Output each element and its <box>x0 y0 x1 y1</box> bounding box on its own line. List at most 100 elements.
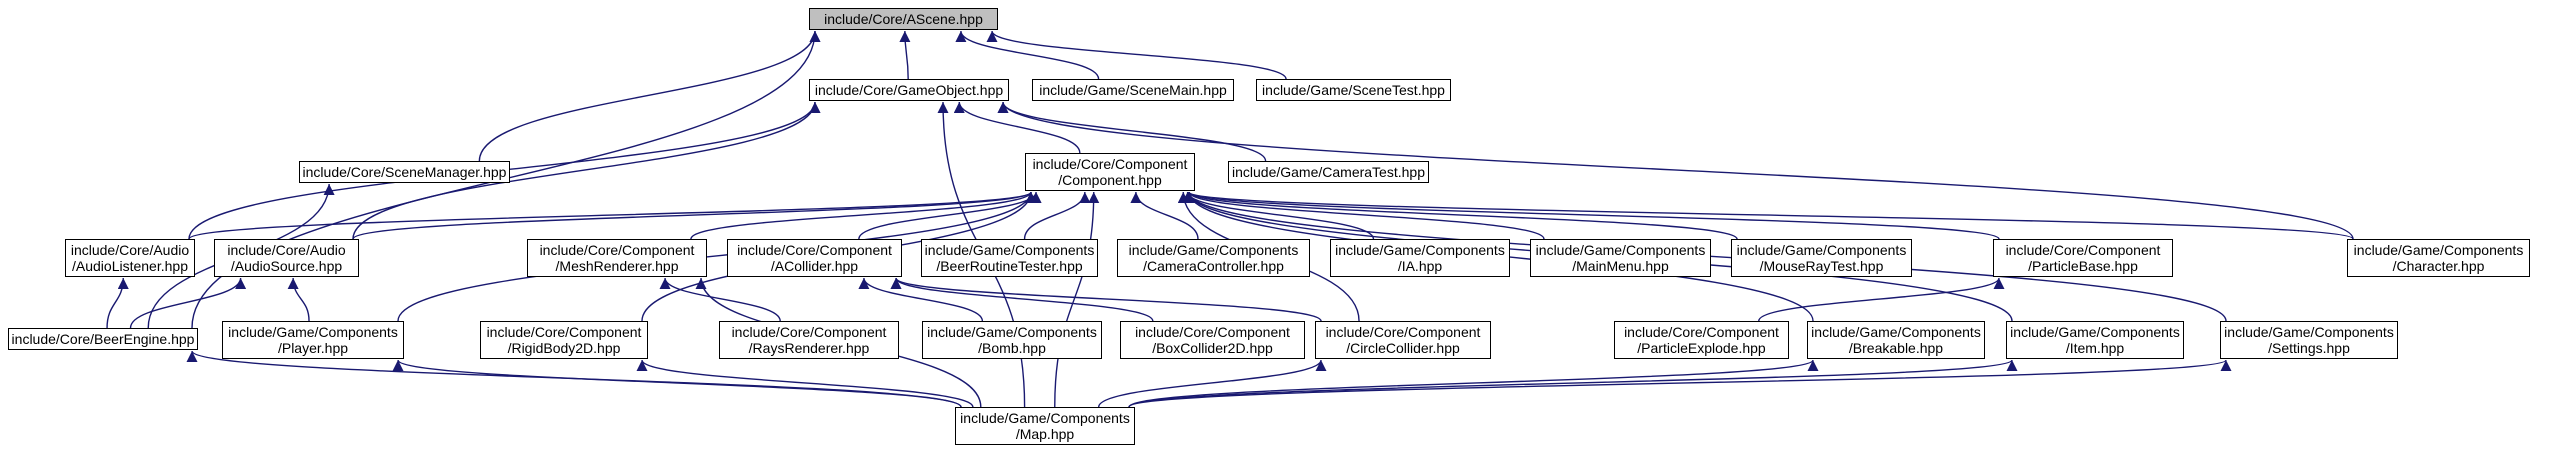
file-node-label: /MouseRayTest.hpp <box>1759 258 1884 274</box>
file-node-scenetest[interactable]: include/Game/SceneTest.hpp <box>1256 79 1451 101</box>
file-node-audiosource[interactable]: include/Core/Audio/AudioSource.hpp <box>214 239 359 277</box>
file-node-ia[interactable]: include/Game/Components/IA.hpp <box>1330 239 1510 277</box>
file-node-label: include/Core/Component <box>1032 156 1188 172</box>
edge-meshrenderer-to-component <box>690 191 1037 240</box>
file-node-label: include/Game/Components <box>924 242 1095 258</box>
edge-map-to-component <box>1054 191 1100 408</box>
file-node-label: include/Game/Components <box>2224 324 2394 340</box>
file-node-label: include/Core/Component <box>486 324 642 340</box>
file-node-label: /Component.hpp <box>1058 172 1162 188</box>
edge-scenemanager-to-ascene <box>478 30 821 162</box>
file-node-gameobject[interactable]: include/Core/GameObject.hpp <box>809 79 1009 101</box>
file-node-component[interactable]: include/Core/Component/Component.hpp <box>1025 153 1195 191</box>
file-node-label: include/Core/Component <box>1135 324 1290 340</box>
edge-beerengine-to-audiosource <box>129 277 247 329</box>
edge-beerroutine-to-component <box>1023 191 1091 240</box>
file-node-cameracontroller[interactable]: include/Game/Components/CameraController… <box>1117 239 1310 277</box>
file-node-label: include/Core/GameObject.hpp <box>814 82 1004 98</box>
file-node-label: /Player.hpp <box>277 340 349 356</box>
file-node-label: include/Game/Components <box>1736 242 1907 258</box>
file-node-mouseray[interactable]: include/Game/Components/MouseRayTest.hpp <box>1731 239 1912 277</box>
file-node-label: /BoxCollider2D.hpp <box>1152 340 1273 356</box>
file-node-label: /ACollider.hpp <box>770 258 859 274</box>
file-node-label: include/Game/SceneMain.hpp <box>1039 82 1227 98</box>
file-node-label: include/Game/Components <box>960 410 1130 426</box>
file-node-acollider[interactable]: include/Core/Component/ACollider.hpp <box>727 239 902 277</box>
edge-audiolistener-to-component <box>188 191 1037 240</box>
edge-mainmenu-to-component <box>1183 191 1545 240</box>
edge-boxcollider-to-acollider <box>890 277 1154 322</box>
file-node-label: /RigidBody2D.hpp <box>507 340 621 356</box>
file-node-raysrenderer[interactable]: include/Core/Component/RaysRenderer.hpp <box>719 321 899 359</box>
file-node-item[interactable]: include/Game/Components/Item.hpp <box>2006 321 2184 359</box>
file-node-mainmenu[interactable]: include/Game/Components/MainMenu.hpp <box>1530 239 1711 277</box>
file-node-settings[interactable]: include/Game/Components/Settings.hpp <box>2220 321 2398 359</box>
file-node-ascene[interactable]: include/Core/AScene.hpp <box>809 8 998 30</box>
file-node-label: include/Game/Components <box>228 324 398 340</box>
edge-map-to-circlecollider <box>1098 359 1327 408</box>
file-node-beerroutine[interactable]: include/Game/Components/BeerRoutineTeste… <box>921 239 1098 277</box>
edge-scenemain-to-ascene <box>955 30 1100 80</box>
file-node-label: /MainMenu.hpp <box>1572 258 1669 274</box>
file-node-label: /IA.hpp <box>1397 258 1443 274</box>
file-node-label: /MeshRenderer.hpp <box>555 258 679 274</box>
file-node-label: include/Game/SceneTest.hpp <box>1262 82 1445 98</box>
file-node-boxcollider[interactable]: include/Core/Component/BoxCollider2D.hpp <box>1120 321 1305 359</box>
file-node-label: include/Game/Components <box>1335 242 1505 258</box>
file-node-label: /Item.hpp <box>2065 340 2125 356</box>
file-node-label: /CircleCollider.hpp <box>1346 340 1460 356</box>
edge-audiosource-to-gameobject <box>352 101 821 240</box>
file-node-particleexplode[interactable]: include/Core/Component/ParticleExplode.h… <box>1614 321 1789 359</box>
edge-scenetest-to-ascene <box>986 30 1287 80</box>
file-node-bomb[interactable]: include/Game/Components/Bomb.hpp <box>922 321 1102 359</box>
edge-circlecollider-to-acollider <box>890 277 1322 322</box>
edge-map-to-settings <box>1128 359 2231 408</box>
edge-map-to-breakable <box>1128 359 1819 408</box>
file-node-audiolistener[interactable]: include/Core/Audio/AudioListener.hpp <box>65 239 195 277</box>
file-node-character[interactable]: include/Game/Components/Character.hpp <box>2347 239 2530 277</box>
file-node-label: /Breakable.hpp <box>1848 340 1944 356</box>
file-node-label: include/Core/Component <box>1624 324 1779 340</box>
file-node-label: include/Core/SceneManager.hpp <box>302 164 507 180</box>
file-node-label: include/Game/Components <box>1811 324 1981 340</box>
edge-gameobject-to-ascene <box>899 30 911 80</box>
file-node-player[interactable]: include/Game/Components/Player.hpp <box>222 321 404 359</box>
file-node-scenemain[interactable]: include/Game/SceneMain.hpp <box>1032 79 1234 101</box>
file-node-label: /AudioListener.hpp <box>72 258 188 274</box>
file-node-label: include/Core/Component <box>539 242 695 258</box>
edge-player-to-audiosource <box>287 277 310 322</box>
file-node-label: include/Core/Component <box>737 242 892 258</box>
edge-cameracontroller-to-component <box>1130 191 1199 240</box>
edge-beerengine-to-audiolistener <box>106 277 129 329</box>
file-node-label: include/Core/Component <box>1325 324 1481 340</box>
file-node-circlecollider[interactable]: include/Core/Component/CircleCollider.hp… <box>1315 321 1491 359</box>
file-node-beerengine[interactable]: include/Core/BeerEngine.hpp <box>8 328 198 350</box>
file-node-label: include/Core/Component <box>731 324 887 340</box>
file-node-label: include/Core/Component <box>2005 242 2161 258</box>
file-node-breakable[interactable]: include/Game/Components/Breakable.hpp <box>1807 321 1985 359</box>
file-node-scenemanager[interactable]: include/Core/SceneManager.hpp <box>299 161 510 183</box>
edge-map-to-rigidbody <box>636 359 974 408</box>
edge-bomb-to-acollider <box>858 277 984 322</box>
file-node-label: /BeerRoutineTester.hpp <box>936 258 1083 274</box>
file-node-map[interactable]: include/Game/Components/Map.hpp <box>955 407 1135 445</box>
edge-character-to-component <box>1184 191 2354 240</box>
file-node-meshrenderer[interactable]: include/Core/Component/MeshRenderer.hpp <box>527 239 707 277</box>
edge-raysrenderer-to-meshrenderer <box>659 277 781 322</box>
edge-audiosource-to-component <box>352 191 1037 240</box>
file-node-particlebase[interactable]: include/Core/Component/ParticleBase.hpp <box>1993 239 2173 277</box>
file-node-label: /Map.hpp <box>1015 426 1075 442</box>
file-node-rigidbody[interactable]: include/Core/Component/RigidBody2D.hpp <box>480 321 648 359</box>
file-node-label: /ParticleExplode.hpp <box>1637 340 1766 356</box>
edge-player-to-component <box>397 191 1037 322</box>
file-node-label: /AudioSource.hpp <box>230 258 343 274</box>
dependency-edges <box>106 30 2354 408</box>
file-node-label: include/Core/Audio <box>70 242 190 258</box>
edge-particlebase-to-component <box>1183 191 2000 240</box>
file-node-label: /Settings.hpp <box>2268 340 2350 356</box>
file-node-label: /CameraController.hpp <box>1143 258 1284 274</box>
edge-map-to-item <box>1128 359 2018 408</box>
edge-mouseray-to-component <box>1183 191 1738 240</box>
file-node-cameratest[interactable]: include/Game/CameraTest.hpp <box>1228 161 1429 183</box>
